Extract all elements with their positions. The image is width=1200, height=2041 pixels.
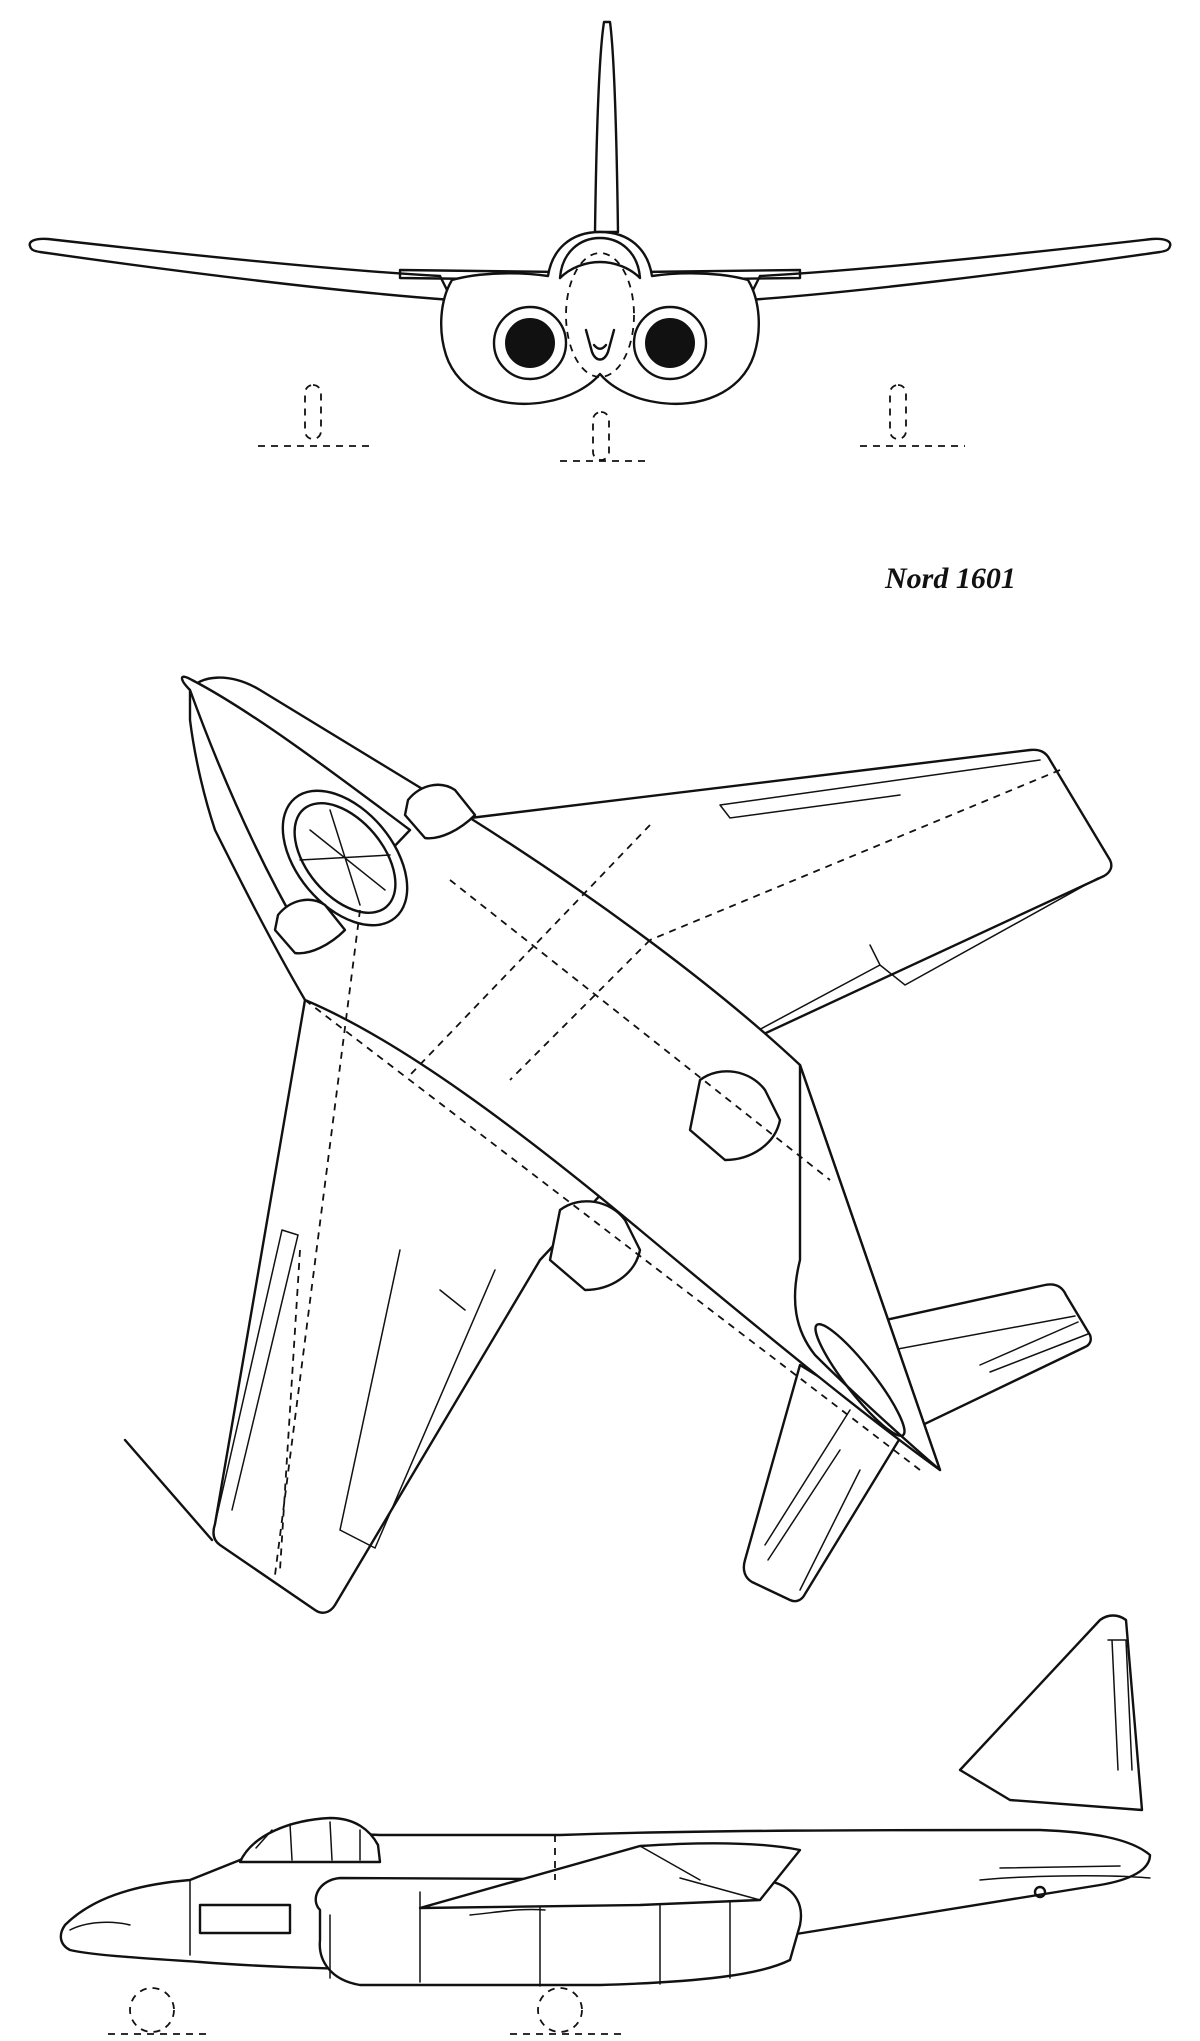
- front-view-right-wing: [746, 237, 1172, 302]
- plan-view-left-tailplane: [742, 1363, 907, 1603]
- plan-view-fin-root: [814, 1322, 906, 1438]
- front-view-left-intake: [505, 318, 555, 368]
- front-view-nose-gear: [592, 411, 610, 461]
- side-view-wing: [418, 1842, 802, 1910]
- front-view-fin: [593, 20, 620, 234]
- front-view-nose-detail: [584, 328, 616, 361]
- front-view-canopy: [558, 236, 642, 280]
- plan-view-pitot: [123, 1438, 214, 1542]
- side-view-main-gear: [537, 1987, 583, 2033]
- side-view-canopy: [238, 1816, 382, 1864]
- front-view-right-intake: [645, 318, 695, 368]
- side-view-nose-gear: [129, 1987, 175, 2033]
- front-view-right-gear: [889, 384, 907, 440]
- plan-view-left-intake: [403, 783, 477, 840]
- side-view-tail-skid: [1033, 1885, 1047, 1899]
- side-view: [59, 1614, 1152, 2035]
- front-view: [28, 20, 1172, 462]
- front-view-left-wing: [28, 237, 454, 302]
- plan-view-left-nacelle: [548, 1200, 642, 1292]
- plan-view-right-intake: [273, 898, 347, 955]
- front-view-fuselage-section: [565, 252, 635, 378]
- front-view-fuselage: [440, 230, 760, 406]
- aircraft-title: Nord 1601: [885, 562, 1016, 595]
- front-view-left-gear: [304, 384, 322, 440]
- plan-view-right-nacelle: [688, 1070, 782, 1162]
- plan-view: [123, 675, 1113, 1614]
- side-view-side-window: [198, 1903, 292, 1935]
- plan-view-tailcone: [793, 1063, 942, 1472]
- side-view-fin: [958, 1614, 1144, 1812]
